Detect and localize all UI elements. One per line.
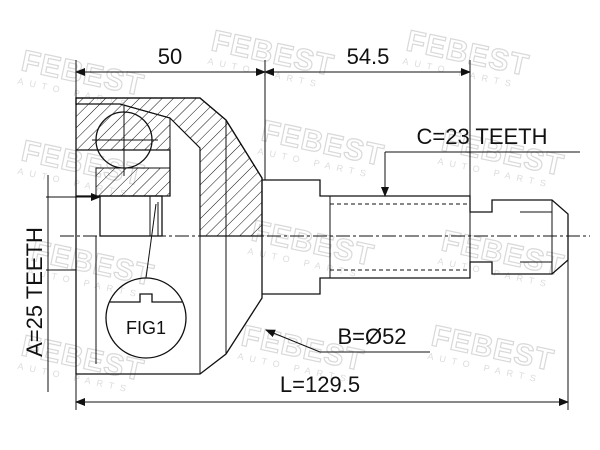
figure-label: FIG1 — [126, 318, 166, 338]
detail-figure: FIG1 — [105, 203, 187, 359]
dimension-diameter: B=Ø52 — [265, 324, 430, 353]
dimension-length-right-label: 54.5 — [347, 44, 390, 69]
dimension-diameter-label: B=Ø52 — [337, 324, 406, 349]
dimension-total-length-label: L=129.5 — [280, 372, 360, 397]
cv-joint-body — [75, 97, 569, 375]
dimension-inner-teeth: A=25 TEETH — [22, 175, 101, 392]
dimension-total-length: L=129.5 — [75, 372, 569, 406]
dimension-length-right: 54.5 — [264, 44, 471, 76]
dimension-outer-teeth: C=23 TEETH — [381, 124, 580, 197]
dimension-length-left: 50 — [75, 44, 266, 76]
dimension-length-left-label: 50 — [158, 44, 182, 69]
dimension-inner-teeth-label: A=25 TEETH — [22, 227, 47, 357]
dimension-outer-teeth-label: C=23 TEETH — [416, 124, 547, 149]
